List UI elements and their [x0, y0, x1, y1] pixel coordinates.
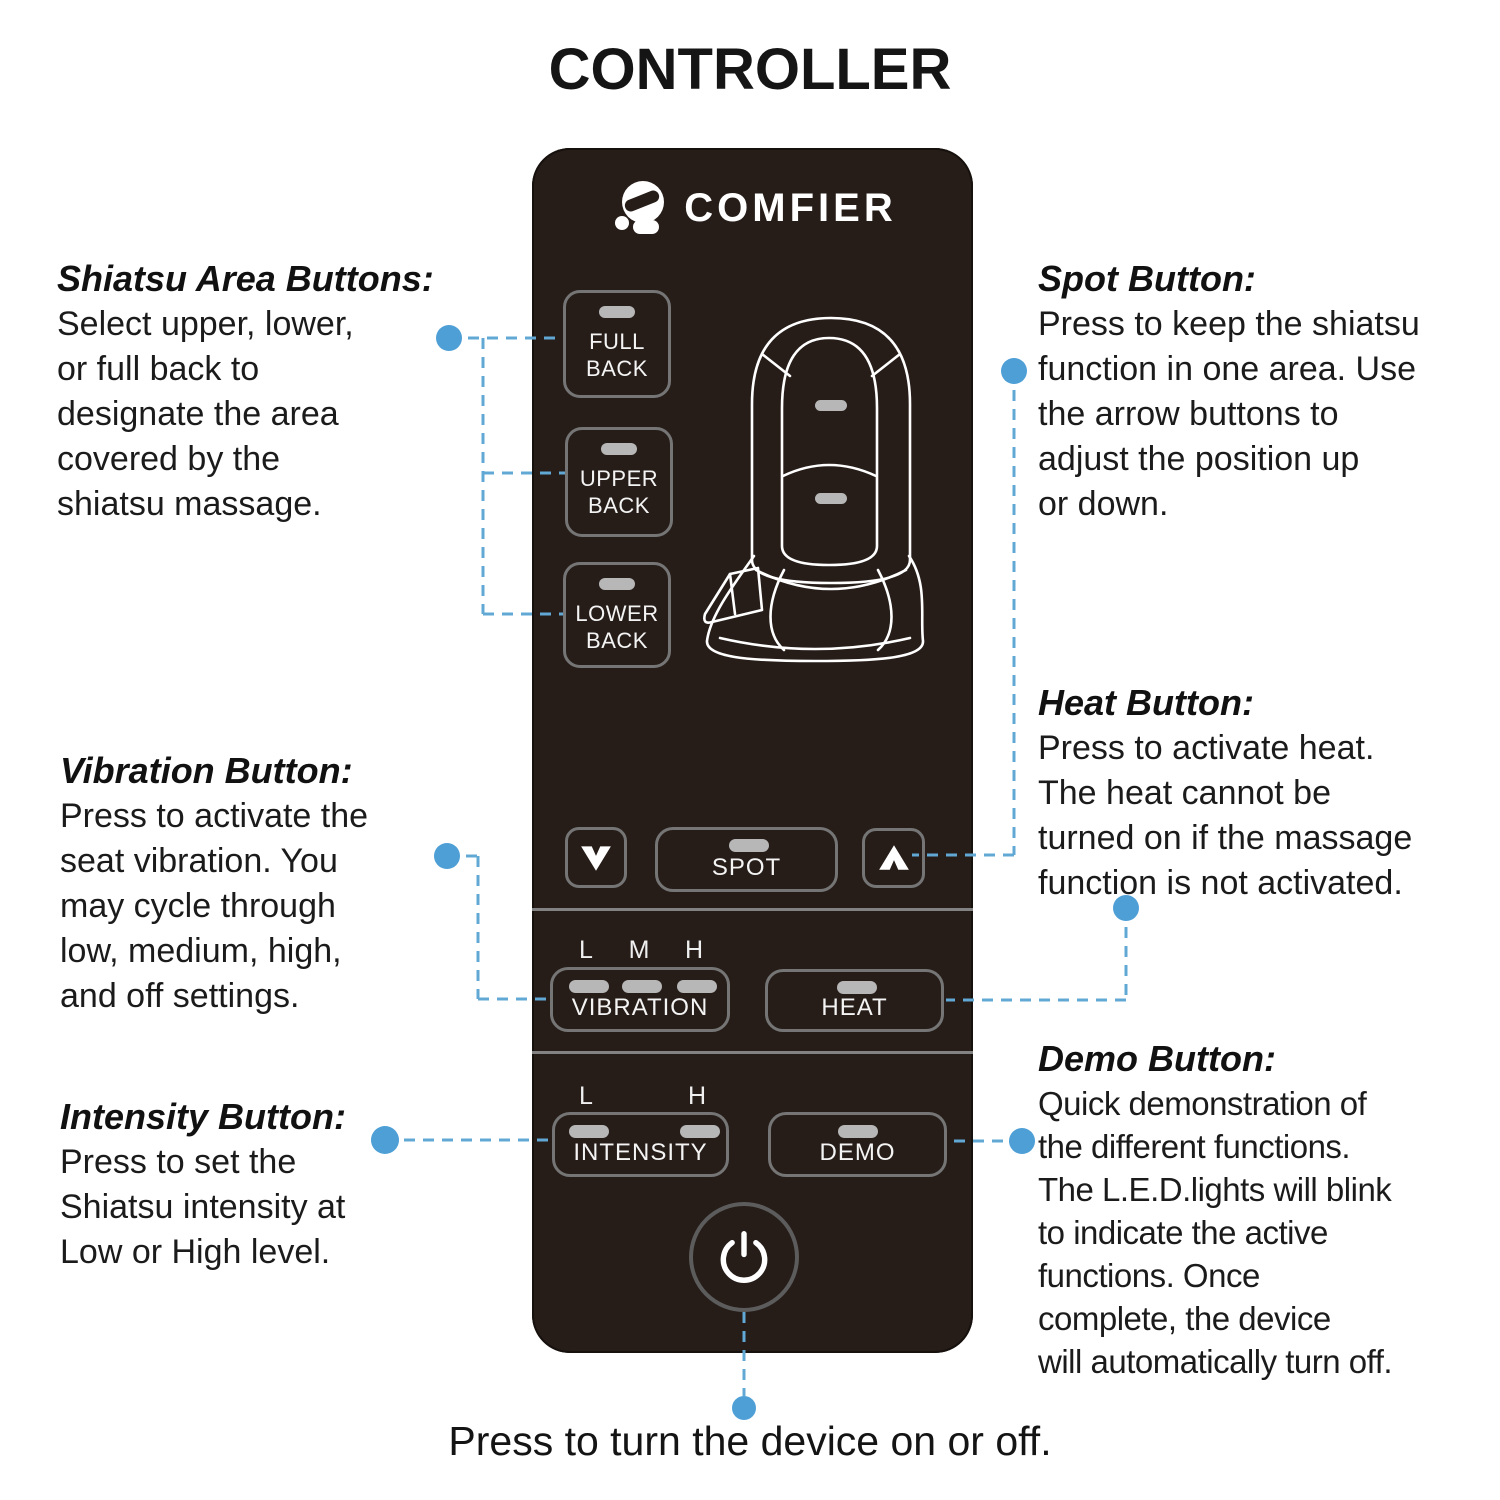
demo-led: [838, 1125, 878, 1138]
intensity-button[interactable]: INTENSITY: [552, 1112, 729, 1177]
power-button[interactable]: [689, 1202, 799, 1312]
note-body: Press to set the Shiatsu intensity at Lo…: [60, 1143, 346, 1271]
full-back-button[interactable]: FULL BACK: [563, 290, 671, 398]
power-icon: [720, 1231, 768, 1283]
page-title: CONTROLLER: [548, 37, 952, 102]
spot-led: [729, 839, 769, 852]
note-heading: Heat Button:: [1038, 682, 1254, 723]
spot-label: SPOT: [711, 854, 782, 881]
section-divider: [532, 908, 973, 911]
intensity-level-high: H: [687, 1082, 707, 1110]
vibration-led-medium: [622, 980, 662, 993]
lower-back-label: LOWER BACK: [575, 601, 659, 653]
power-caption: Press to turn the device on or off.: [448, 1418, 1052, 1464]
note-intensity: Intensity Button: Press to set the Shiat…: [60, 1094, 530, 1275]
full-back-led: [599, 306, 635, 318]
intensity-level-low: L: [579, 1082, 593, 1110]
robot-mascot-icon: [615, 181, 665, 234]
intensity-label: INTENSITY: [573, 1139, 708, 1166]
note-shiatsu-area: Shiatsu Area Buttons: Select upper, lowe…: [57, 256, 527, 527]
position-down-button[interactable]: [565, 827, 627, 888]
section-divider: [532, 1051, 973, 1054]
note-body: Press to activate heat. The heat cannot …: [1038, 729, 1413, 902]
note-heading: Spot Button:: [1038, 258, 1256, 299]
vibration-button[interactable]: VIBRATION: [550, 967, 730, 1032]
upper-back-button[interactable]: UPPER BACK: [565, 427, 673, 537]
connector-dot-power: [732, 1396, 756, 1420]
brand-wordmark: COMFIER: [684, 185, 897, 230]
note-heading: Intensity Button:: [60, 1096, 346, 1137]
heat-led: [837, 981, 877, 994]
intensity-led-high: [680, 1125, 720, 1138]
note-heading: Shiatsu Area Buttons:: [57, 258, 434, 299]
upper-back-led: [601, 443, 637, 455]
vibration-led-high: [677, 980, 717, 993]
note-body: Quick demonstration of the different fun…: [1038, 1085, 1393, 1380]
remote-control: COMFIER FULL BACK UPPER BACK LOWER BACK: [532, 148, 973, 1353]
note-heat: Heat Button: Press to activate heat. The…: [1038, 680, 1500, 906]
connector-dot-demo: [1009, 1128, 1035, 1154]
note-heading: Vibration Button:: [60, 750, 353, 791]
vibration-level-low: L: [579, 936, 593, 964]
vibration-level-medium: M: [628, 936, 650, 964]
up-arrow-icon: [878, 845, 909, 870]
demo-label: DEMO: [819, 1139, 896, 1166]
heat-button[interactable]: HEAT: [765, 969, 944, 1032]
vibration-led-low: [569, 980, 609, 993]
lower-back-button[interactable]: LOWER BACK: [563, 562, 671, 668]
intensity-led-low: [569, 1125, 609, 1138]
note-body: Press to keep the shiatsu function in on…: [1038, 305, 1420, 523]
vibration-level-high: H: [684, 936, 704, 964]
note-demo: Demo Button: Quick demonstration of the …: [1038, 1036, 1500, 1383]
demo-button[interactable]: DEMO: [768, 1112, 947, 1177]
note-body: Select upper, lower, or full back to des…: [57, 305, 354, 523]
note-heading: Demo Button:: [1038, 1038, 1276, 1079]
position-up-button[interactable]: [862, 828, 925, 888]
full-back-label: FULL BACK: [586, 329, 648, 381]
connector-heat-line: [946, 908, 1128, 1002]
note-spot: Spot Button: Press to keep the shiatsu f…: [1038, 256, 1500, 527]
massage-seat-illustration: [703, 316, 925, 663]
lower-back-led: [599, 578, 635, 590]
heat-label: HEAT: [821, 994, 888, 1021]
spot-button[interactable]: SPOT: [655, 827, 838, 892]
brand-logo: COMFIER: [532, 176, 973, 240]
note-vibration: Vibration Button: Press to activate the …: [60, 748, 530, 1019]
connector-dot-spot: [1001, 358, 1027, 384]
upper-back-label: UPPER BACK: [579, 466, 659, 518]
note-body: Press to activate the seat vibration. Yo…: [60, 797, 369, 1015]
vibration-label: VIBRATION: [571, 994, 709, 1021]
down-arrow-icon: [581, 845, 611, 871]
